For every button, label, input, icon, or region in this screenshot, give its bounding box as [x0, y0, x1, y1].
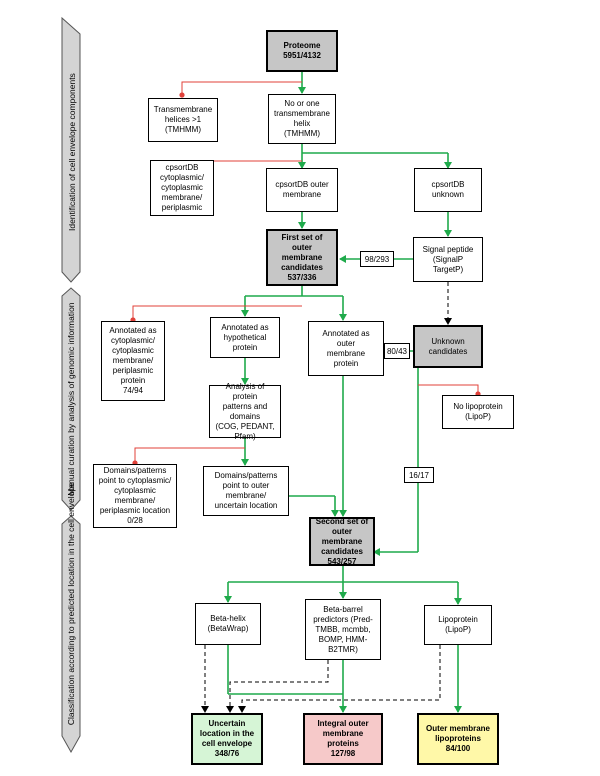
node-cpsort-unknown: cpsortDB unknown [414, 168, 482, 212]
node-uncertain-location: Uncertain location in the cell envelope … [191, 713, 263, 765]
edge-label-unknown-to-outer: 80/43 [384, 343, 410, 359]
node-signal-peptide: Signal peptide (SignalP TargetP) [413, 237, 483, 282]
node-no-lipoprotein: No lipoprotein (LipoP) [442, 395, 514, 429]
stage-band-2 [61, 287, 81, 511]
node-no-or-one-tm-helix: No or one transmembrane helix (TMHMM) [268, 94, 336, 144]
node-annotated-cytoplasmic: Annotated as cytoplasmic/ cytoplasmic me… [101, 321, 165, 401]
node-domains-cytoplasmic: Domains/patterns point to cytoplasmic/ c… [93, 464, 177, 528]
node-second-set-candidates: Second set of outer membrane candidates … [309, 517, 375, 566]
stage-label-manual-curation: Manual curation by analysis of genomic i… [65, 302, 76, 496]
edge-label-sp-to-first: 98/293 [360, 251, 394, 267]
edge-label-unknown-to-second: 16/17 [404, 467, 434, 483]
stage-label-classification: Classification according to predicted lo… [65, 482, 76, 726]
node-domains-outer: Domains/patterns point to outer membrane… [203, 466, 289, 516]
node-annotated-outer: Annotated as outer membrane protein [308, 321, 384, 376]
stage-band [61, 16, 81, 754]
node-outer-membrane-lipoproteins: Outer membrane lipoproteins 84/100 [417, 713, 499, 765]
node-integral-outer-membrane: Integral outer membrane proteins 127/98 [303, 713, 383, 765]
node-unknown-candidates: Unknown candidates [413, 325, 483, 368]
node-first-set-candidates: First set of outer membrane candidates 5… [266, 229, 338, 286]
node-proteome: Proteome 5951/4132 [266, 30, 338, 72]
node-transmembrane-helices: Transmembrane helices >1 (TMHMM) [148, 98, 218, 142]
stage-label-identification: Identification of cell envelope componen… [66, 73, 77, 232]
node-cpsort-outer: cpsortDB outer membrane [266, 168, 338, 212]
node-analysis-patterns: Analysis of protein patterns and domains… [209, 382, 281, 441]
stage-band-1 [61, 16, 81, 283]
node-lipoprotein: Lipoprotein (LipoP) [424, 605, 492, 645]
node-cpsort-cytoplasmic: cpsortDB cytoplasmic/ cytoplasmic membra… [150, 160, 214, 216]
node-annotated-hypothetical: Annotated as hypothetical protein [210, 317, 280, 358]
stage-band-3 [61, 515, 81, 754]
node-beta-barrel: Beta-barrel predictors (Pred- TMBB, mcmb… [305, 599, 381, 660]
node-beta-helix: Beta-helix (BetaWrap) [195, 603, 261, 645]
